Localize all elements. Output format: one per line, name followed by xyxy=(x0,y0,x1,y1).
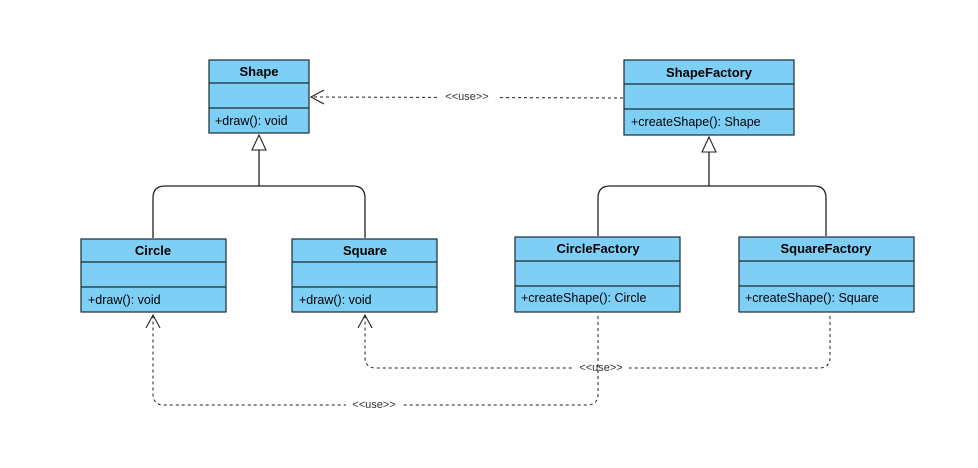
class-box xyxy=(208,59,310,134)
dependency-factory-to-shape: <<use>> xyxy=(309,89,624,105)
open-arrow-icon xyxy=(309,89,325,105)
stereotype-label: <<use>> xyxy=(445,91,488,103)
class-name: ShapeFactory xyxy=(666,65,753,80)
class-operation: +createShape(): Shape xyxy=(631,115,761,129)
class-square-factory: SquareFactory +createShape(): Square xyxy=(738,236,915,313)
stereotype-label: <<use>> xyxy=(352,399,395,411)
class-name: SquareFactory xyxy=(780,241,872,256)
inheritance-shape xyxy=(152,133,366,238)
open-arrow-icon xyxy=(145,313,161,329)
class-shape: Shape +draw(): void xyxy=(208,59,310,134)
dependency-line xyxy=(152,316,599,406)
class-shape-factory: ShapeFactory +createShape(): Shape xyxy=(623,59,795,136)
class-box xyxy=(291,238,438,313)
stereotype-label: <<use>> xyxy=(579,362,622,374)
class-operation: +draw(): void xyxy=(299,293,372,307)
inheritance-branch-line xyxy=(597,185,827,236)
class-circle: Circle +draw(): void xyxy=(80,238,227,313)
class-operation: +draw(): void xyxy=(88,293,161,307)
class-box xyxy=(738,236,915,313)
inheritance-triangle-icon xyxy=(251,133,267,151)
dependency-circlefactory-to-circle: <<use>> xyxy=(145,313,599,411)
class-box xyxy=(623,59,795,136)
class-box xyxy=(514,236,681,313)
inheritance-branch-line xyxy=(152,185,366,238)
class-operation: +draw(): void xyxy=(215,114,288,128)
class-operation: +createShape(): Circle xyxy=(521,291,646,305)
class-name: Square xyxy=(343,243,387,258)
class-square: Square +draw(): void xyxy=(291,238,438,313)
dependency-squarefactory-to-square xyxy=(357,313,831,374)
class-name: Circle xyxy=(135,243,171,258)
dependency-line xyxy=(311,96,624,99)
inheritance-shape-factory xyxy=(597,135,827,236)
class-box xyxy=(80,238,227,313)
inheritance-triangle-icon xyxy=(701,135,717,153)
class-name: Shape xyxy=(239,64,278,79)
class-name: CircleFactory xyxy=(556,241,640,256)
class-operation: +createShape(): Square xyxy=(745,291,879,305)
class-circle-factory: CircleFactory +createShape(): Circle xyxy=(514,236,681,313)
open-arrow-icon xyxy=(357,313,373,329)
